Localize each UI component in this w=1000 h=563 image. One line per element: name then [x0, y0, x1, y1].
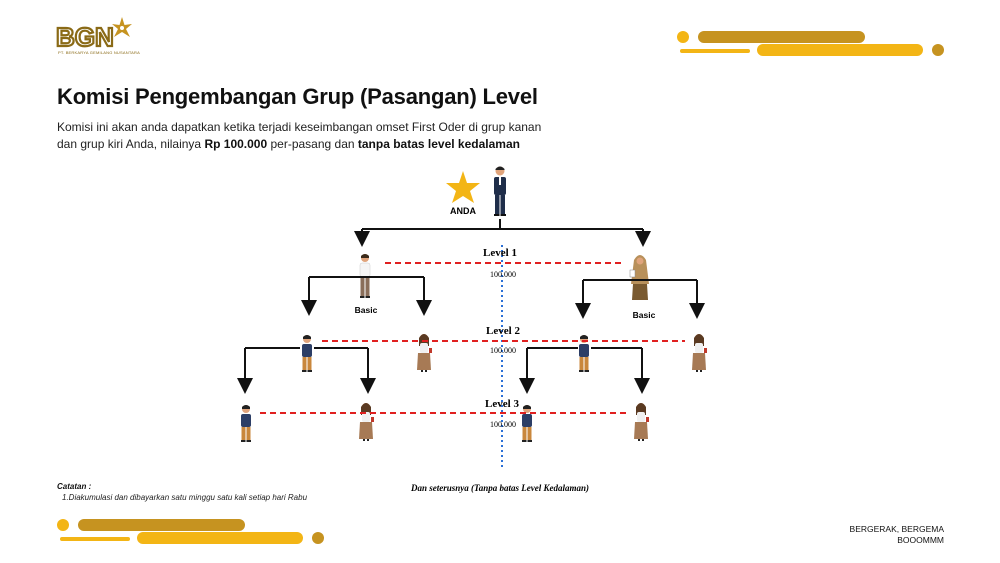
page-title: Komisi Pengembangan Grup (Pasangan) Leve… — [57, 84, 538, 109]
logo-star-icon — [112, 17, 132, 37]
logo-tagline: PT. BERKARYA GEMILANG NUSANTARA — [58, 50, 140, 55]
level2-person-2-icon — [417, 334, 432, 372]
level3-person-2-icon — [359, 403, 374, 441]
left-node-label: Basic — [355, 305, 378, 315]
footer-line-2: BOOOMMM — [897, 535, 944, 545]
description-amount: Rp 100.000 — [204, 137, 268, 151]
level1-label: Level 1 — [483, 247, 517, 259]
level2-connectors — [237, 347, 650, 394]
level2-person-4-icon — [692, 334, 707, 372]
root-person-icon — [494, 166, 506, 216]
top-decor-bars — [677, 31, 944, 56]
root-connector — [354, 219, 651, 247]
level1-value: 100.000 — [490, 270, 516, 279]
level2-value: 100.000 — [490, 346, 516, 355]
root-star-icon — [446, 171, 480, 203]
level3-value: 100.000 — [490, 420, 516, 429]
level2-label: Level 2 — [486, 325, 520, 337]
notes-title: Catatan : — [57, 482, 92, 491]
level3-person-4-icon — [634, 403, 649, 441]
level1-connectors — [301, 276, 705, 319]
description-emphasis: tanpa batas level kedalaman — [357, 137, 520, 151]
brand-logo: BGN — [55, 16, 136, 57]
level3-person-3-icon — [522, 405, 532, 442]
level3-person-1-icon — [241, 405, 251, 442]
footer-slogan: BERGERAK, BERGEMA BOOOMMM — [820, 524, 944, 546]
continuation-text: Dan seterusnya (Tanpa batas Level Kedala… — [410, 483, 589, 493]
description-text-1: Komisi ini akan anda dapatkan ketika ter… — [57, 120, 542, 151]
right-node-label: Basic — [633, 310, 656, 320]
root-label: ANDA — [450, 206, 476, 216]
footer-line-1: BERGERAK, BERGEMA — [849, 524, 944, 534]
level2-person-1-icon — [302, 335, 312, 372]
logo-text: BGN — [56, 22, 114, 52]
level1-right-person-icon — [629, 254, 650, 301]
description-text-2: per-pasang dan — [267, 137, 358, 151]
notes-item: 1.Diakumulasi dan dibayarkan satu minggu… — [62, 493, 308, 502]
description: Komisi ini akan anda dapatkan ketika ter… — [57, 119, 557, 153]
bottom-decor-bars — [57, 519, 324, 544]
level3-label: Level 3 — [485, 398, 519, 410]
